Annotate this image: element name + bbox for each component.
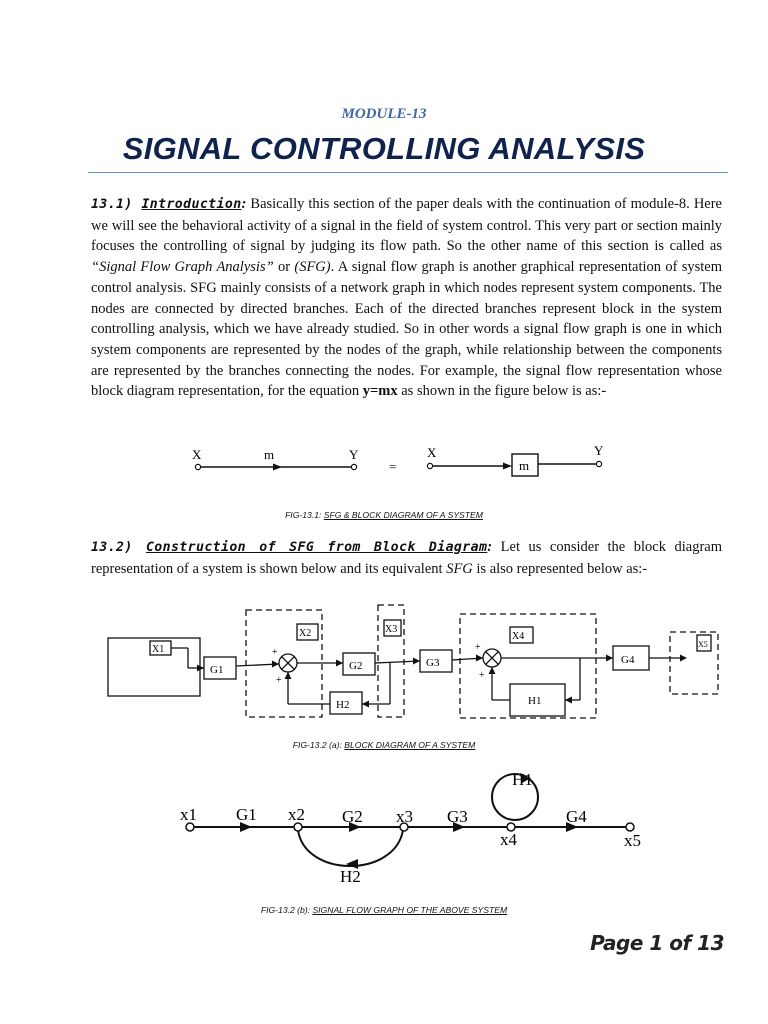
sfg-g2-label: G2 [342, 807, 363, 826]
block-output-node [595, 460, 603, 468]
x4-label: X4 [512, 631, 524, 642]
block-input-node [426, 462, 434, 470]
x2-box [296, 623, 319, 641]
x3-box [383, 619, 402, 637]
block-input-arrow [503, 462, 512, 470]
section-title: Construction of SFG from Block Diagram [145, 540, 488, 555]
node-x5 [625, 822, 635, 832]
sfg-g3-label: G3 [447, 807, 468, 826]
intro-text: . A signal flow graph is another graphic… [91, 259, 722, 400]
h1-self-loop [491, 773, 539, 821]
plus-sign: + [479, 670, 485, 681]
arrowheads [197, 654, 687, 708]
node-x1 [185, 822, 195, 832]
x5-label: X5 [698, 640, 708, 649]
node-x3 [399, 822, 409, 832]
figure-13-2a-block-diagram: X1 X2 X3 X4 X5 G1 G2 G3 G4 H2 H1 + + + + [107, 604, 719, 719]
gain-block [511, 453, 539, 477]
section-colon: : [241, 196, 247, 212]
dashed-box-x5 [669, 631, 719, 695]
construction-text: is also represented below as:- [472, 560, 648, 577]
g1-label: G1 [210, 664, 223, 676]
caption-text: SFG & BLOCK DIAGRAM OF A SYSTEM [323, 510, 483, 520]
caption-text: SIGNAL FLOW GRAPH OF THE ABOVE SYSTEM [312, 905, 508, 915]
caption-prefix: FIG-13.2 (a): [292, 740, 345, 750]
h1-label: H1 [528, 695, 541, 707]
sfg-quote: “Signal Flow Graph Analysis” [91, 259, 274, 276]
node-x4 [506, 822, 516, 832]
x2-label: X2 [299, 628, 311, 639]
x5-box [696, 634, 712, 652]
sfg-h2-label: H2 [340, 867, 361, 886]
intro-text: as shown in the figure below is as:- [397, 383, 607, 400]
sfg-x2-label: x2 [288, 805, 305, 824]
sfg-g1-label: G1 [236, 805, 257, 824]
dashed-box-x3 [377, 604, 405, 718]
sfg-x3-label: x3 [396, 807, 413, 826]
construction-paragraph: 13.2) Construction of SFG from Block Dia… [91, 537, 722, 579]
plus-sign: + [276, 675, 282, 686]
sfg-arrow [273, 463, 282, 471]
block-gain-label: m [519, 458, 529, 473]
h2-label: H2 [336, 699, 349, 711]
intro-paragraph: 13.1) Introduction: Basically this secti… [91, 194, 722, 402]
sfg-h1-label: H1 [512, 770, 533, 789]
equation: y=mx [362, 383, 398, 400]
figure-13-2b-sfg: x1 G1 x2 G2 x3 G3 x4 G4 x5 H1 H2 [180, 770, 641, 886]
intro-text: or [273, 259, 295, 276]
sfg-arrowheads [240, 773, 578, 869]
fig-13-1-caption: FIG-13.1: SFG & BLOCK DIAGRAM OF A SYSTE… [0, 510, 768, 520]
intro-text: Basically this section of the paper deal… [91, 196, 722, 255]
module-label: MODULE-13 [341, 106, 427, 122]
node-x2 [293, 822, 303, 832]
fig-13-2b-caption: FIG-13.2 (b): SIGNAL FLOW GRAPH OF THE A… [0, 905, 768, 915]
title-rule [88, 172, 728, 173]
sfg-node-x [194, 463, 202, 471]
caption-text: BLOCK DIAGRAM OF A SYSTEM [344, 740, 476, 750]
caption-prefix: FIG-13.2 (b): [260, 905, 313, 915]
x1-label: X1 [152, 644, 164, 655]
construction-text: Let us consider the block diagram repres… [91, 539, 722, 577]
x4-box [509, 626, 534, 644]
section-colon: : [487, 539, 493, 555]
g4-label: G4 [621, 654, 635, 666]
sfg-x5-label: x5 [624, 831, 641, 850]
section-number: 13.1) [91, 197, 142, 212]
block-x-label: X [427, 445, 437, 460]
dashed-box-x2 [245, 609, 323, 718]
sfg-x1-label: x1 [180, 805, 197, 824]
equals-sign: = [389, 459, 396, 474]
page-title: SIGNAL CONTROLLING ANALYSIS [122, 131, 646, 166]
sfg-abbr: (SFG) [294, 259, 331, 276]
sfg-g4-label: G4 [566, 807, 587, 826]
sfg-node-x-label: X [192, 447, 202, 462]
page-number: Page 1 of 13 [590, 931, 724, 955]
g2-label: G2 [349, 660, 362, 672]
x3-label: X3 [385, 624, 397, 635]
plus-sign: + [475, 642, 481, 653]
fig-13-2a-caption: FIG-13.2 (a): BLOCK DIAGRAM OF A SYSTEM [0, 740, 768, 750]
caption-prefix: FIG-13.1: [285, 510, 324, 520]
section-number: 13.2) [91, 540, 146, 555]
plus-sign: + [272, 647, 278, 658]
g3-label: G3 [426, 657, 440, 669]
h2-loop [297, 829, 404, 867]
sfg-node-y [350, 463, 358, 471]
sfg-x4-label: x4 [500, 830, 518, 849]
figure-13-1: X m Y = X m Y [192, 443, 604, 477]
block-y-label: Y [594, 443, 604, 458]
g2-block [342, 652, 376, 676]
h2-block [329, 691, 363, 715]
sfg-node-y-label: Y [349, 447, 359, 462]
sfg-abbr: SFG [446, 560, 473, 577]
sfg-gain-label: m [264, 447, 274, 462]
section-title: Introduction [141, 197, 242, 212]
